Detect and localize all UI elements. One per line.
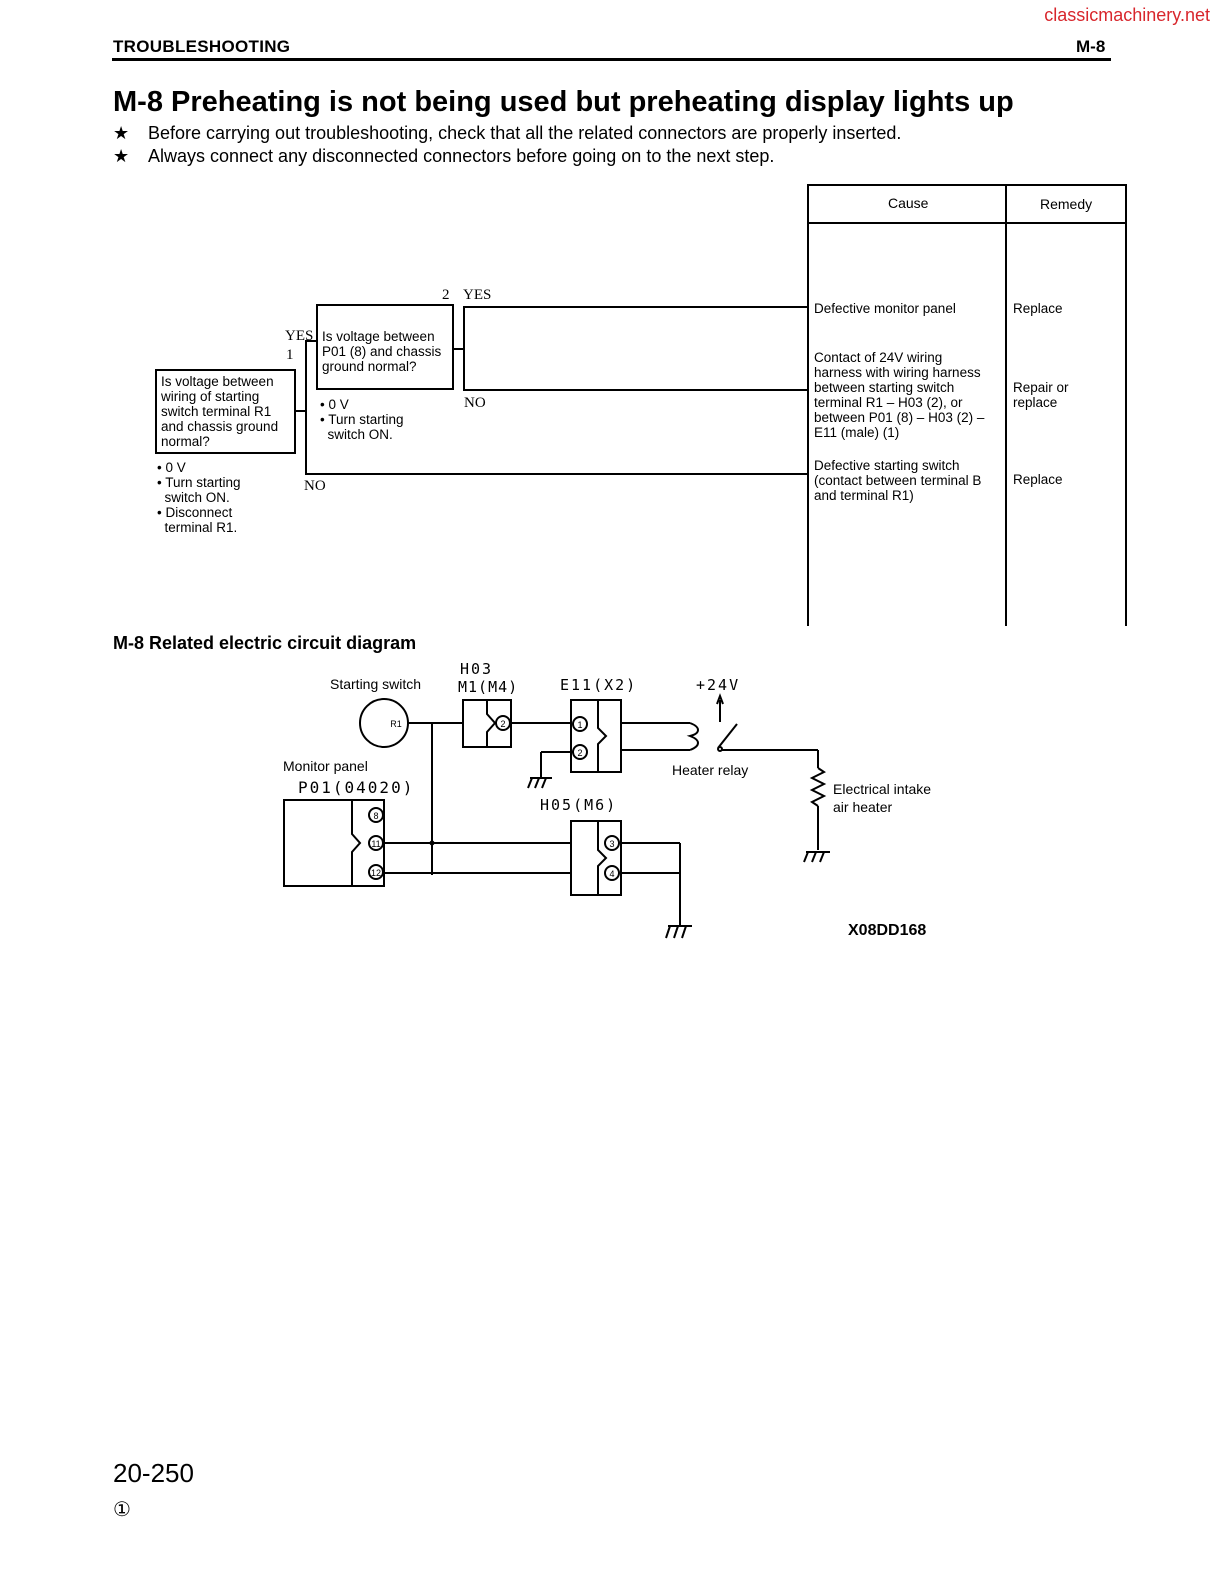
remedy-row-3: Replace [1013,472,1063,487]
header-rule [112,58,1111,61]
e11-label: E11(X2) [560,676,638,694]
note-text: Before carrying out troubleshooting, che… [148,123,902,143]
h03-label: H03 [460,660,494,678]
cause-row-3: Defective starting switch(contact betwee… [814,458,982,503]
step1-number: 1 [286,347,294,363]
no-line-2 [463,389,808,391]
connector [454,348,464,350]
h05-connector [570,820,622,896]
e11-pin-1: 1 [577,720,582,730]
figure-code: X08DD168 [848,922,927,939]
plus24v-label: +24V [696,676,741,694]
cause-row-1: Defective monitor panel [814,301,956,316]
yes-label-1: YES [285,328,314,344]
yes-label-2: YES [463,287,492,303]
h03-sub-label: M1(M4) [458,678,519,696]
note-2: ★ Always connect any disconnected connect… [113,146,774,167]
step1-conditions: • 0 V• Turn starting switch ON. • Discon… [157,460,241,535]
circuit-section-title: M-8 Related electric circuit diagram [113,633,417,653]
table-mid-rule [1005,184,1007,626]
h05-label: H05(M6) [540,796,618,814]
note-text: Always connect any disconnected connecto… [148,146,775,166]
no-label-2: NO [464,395,486,411]
table-right-rule [1125,184,1127,626]
e11-connector [570,699,622,773]
remedy-row-1: Replace [1013,301,1063,316]
step2-conditions: • 0 V• Turn starting switch ON. [320,397,404,442]
page-number: 20-250 [113,1458,194,1488]
p01-label: P01(04020) [298,778,415,797]
monitor-panel-label: Monitor panel [283,758,368,774]
cause-header: Cause [888,195,929,211]
yes-line-2 [463,306,808,308]
table-header-rule [807,222,1127,224]
circuit-diagram: R1 2 1 2 8 11 12 3 4 [283,693,830,939]
remedy-header: Remedy [1040,196,1093,212]
no-line-1 [305,473,808,475]
connector [463,306,465,391]
h05-pin-4: 4 [609,869,614,879]
header-section: TROUBLESHOOTING [113,37,291,56]
no-label-1: NO [304,478,326,494]
connector [296,410,306,412]
star-icon: ★ [113,123,130,143]
watermark: classicmachinery.net [1044,5,1210,25]
page-title: M-8 Preheating is not being used but pre… [113,86,1014,118]
e11-pin-2: 2 [577,748,582,758]
p01-pin-11: 11 [371,839,380,849]
h03-pin-2: 2 [500,719,505,729]
step2-number: 2 [442,287,450,303]
star-icon: ★ [113,146,130,166]
table-left-rule [807,184,809,626]
header-code: M-8 [1076,37,1106,56]
h05-pin-3: 3 [609,839,614,849]
connector [305,340,307,475]
table-top-rule [807,184,1127,186]
p01-pin-8: 8 [373,811,378,821]
p01-pin-12: 12 [371,868,381,878]
connector [305,340,316,342]
starting-switch-label: Starting switch [330,676,422,692]
note-1: ★ Before carrying out troubleshooting, ch… [113,123,901,144]
heater-relay-label: Heater relay [672,762,749,778]
revision-mark: ① [113,1499,131,1521]
r1-terminal-label: R1 [390,719,402,729]
